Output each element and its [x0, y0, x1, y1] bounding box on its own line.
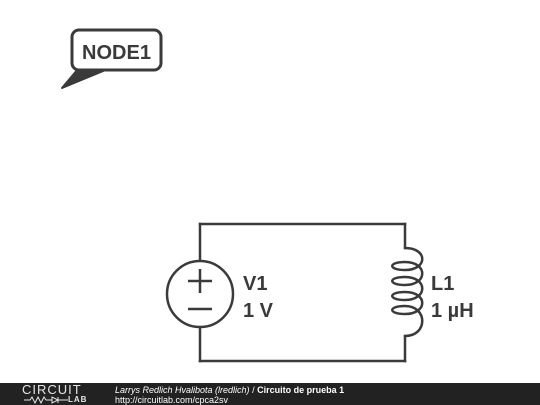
- credit-line: Larrys Redlich Hvalibota (lredlich) / Ci…: [115, 385, 344, 395]
- voltage-source-v1[interactable]: [165, 259, 235, 329]
- voltage-source-circle: [165, 259, 235, 329]
- source-name-label: V1: [243, 273, 267, 295]
- inductor-value-label: 1 µH: [431, 300, 474, 322]
- inductor-l1[interactable]: [391, 246, 424, 338]
- circuit-url-link[interactable]: http://circuitlab.com/cpca2sv: [115, 395, 229, 405]
- callout-box: [70, 28, 163, 72]
- logo-text-top: CIRCUIT: [22, 382, 82, 397]
- author-link[interactable]: Larrys Redlich Hvalibota (lredlich): [115, 385, 250, 395]
- node-label-callout: NODE1: [61, 28, 163, 89]
- callout-tail: [61, 68, 109, 89]
- footer-bar: CIRCUIT LAB Larrys Redlich Hvalibota (lr…: [0, 383, 540, 405]
- resistor-wave-icon: [24, 396, 68, 404]
- inductor-coil: [391, 246, 424, 338]
- circuit-schematic: NODE1 V1 1 V L1 1 µH: [61, 28, 474, 363]
- credit-separator: /: [249, 385, 258, 395]
- node-label: NODE1: [82, 42, 151, 64]
- inductor-name-label: L1: [431, 273, 454, 295]
- source-value-label: 1 V: [243, 300, 274, 322]
- circuitlab-logo[interactable]: CIRCUIT LAB: [22, 383, 94, 405]
- circuit-title-link[interactable]: Circuito de prueba 1: [257, 385, 345, 395]
- logo-text-bottom: LAB: [68, 395, 88, 404]
- wires: [198, 222, 407, 363]
- plus-sign: [188, 269, 212, 293]
